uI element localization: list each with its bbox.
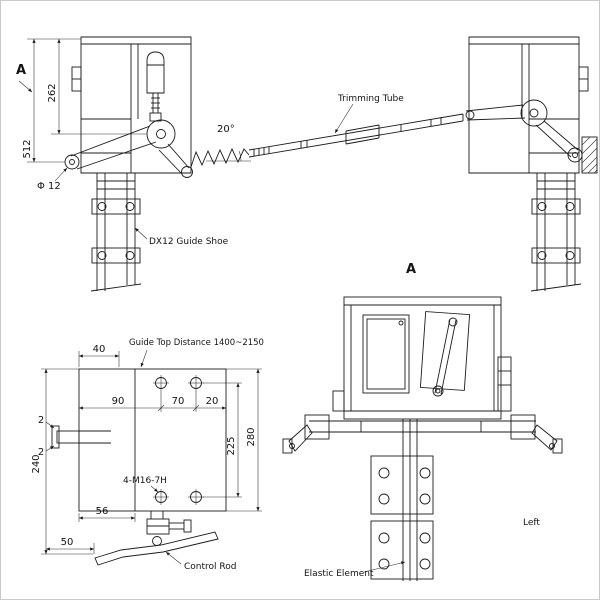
left-label: Left bbox=[523, 518, 540, 528]
dim-40-lines bbox=[78, 351, 120, 367]
dim-40-label: 40 bbox=[93, 344, 106, 355]
angle-20-label: 20° bbox=[217, 124, 235, 135]
dim-262-label: 262 bbox=[47, 83, 58, 102]
front-view: A Left Elastic Element bbox=[282, 262, 563, 581]
dim-280-label: 280 bbox=[246, 427, 257, 446]
dim-70-label: 70 bbox=[172, 396, 185, 407]
trimming-tube-label: Trimming Tube bbox=[337, 94, 404, 104]
dim-20-label: 20 bbox=[206, 396, 219, 407]
wall-section-hatch bbox=[581, 136, 598, 174]
guide-top-distance-label: Guide Top Distance 1400~2150 bbox=[129, 338, 264, 348]
dx12-leader bbox=[134, 227, 148, 240]
dim-90-70-20-lines bbox=[79, 391, 226, 412]
dim-2-upper-label: 2 bbox=[38, 415, 44, 426]
frame-body bbox=[332, 296, 512, 420]
guide-distance-leader bbox=[140, 349, 148, 368]
view-a-label-top: A bbox=[16, 63, 26, 78]
guide-rail-left bbox=[90, 173, 142, 292]
angle-annotation bbox=[206, 150, 251, 162]
dim-50-lines bbox=[46, 543, 95, 554]
rail-clamp-pads bbox=[370, 455, 434, 580]
dim-512-label: 512 bbox=[22, 139, 33, 158]
dim-90-label: 90 bbox=[112, 396, 125, 407]
dim-50-label: 50 bbox=[61, 537, 74, 548]
dim-262-lines bbox=[51, 38, 147, 135]
view-a-direction-arrow bbox=[18, 80, 33, 93]
shaft-assembly bbox=[282, 414, 563, 454]
guide-rail-right bbox=[530, 173, 582, 292]
elastic-element-leader bbox=[363, 561, 406, 573]
oil-damper-cylinder bbox=[146, 51, 165, 122]
dim-2-lower-label: 2 bbox=[38, 447, 44, 458]
phi12-leader bbox=[54, 167, 68, 182]
lever-assembly-left bbox=[64, 119, 193, 178]
dim-225-lines bbox=[203, 382, 242, 498]
dim-280-lines bbox=[226, 368, 262, 512]
dim-56-lines bbox=[78, 513, 136, 522]
dim-56-label: 56 bbox=[96, 506, 109, 517]
view-a-label-front: A bbox=[406, 262, 416, 277]
plan-view: 40 Guide Top Distance 1400~2150 90 70 20… bbox=[31, 338, 264, 572]
side-view-right bbox=[465, 36, 598, 292]
thread-callout-leader bbox=[150, 485, 159, 493]
lever-assembly-right bbox=[465, 99, 583, 163]
dim-240-label: 240 bbox=[31, 454, 42, 473]
trimming-tube-leader bbox=[334, 103, 354, 134]
side-view-left: A 262 512 Φ 12 20° Trimming Tube DX12 Gu… bbox=[16, 36, 464, 292]
trimming-tube-geometry bbox=[248, 113, 464, 158]
guide-rail-front bbox=[402, 419, 418, 581]
mounting-plate bbox=[51, 368, 227, 512]
dim-240-lines bbox=[41, 368, 93, 555]
thread-callout-label: 4-M16-7H bbox=[123, 476, 167, 486]
dx12-guide-shoe-label: DX12 Guide Shoe bbox=[149, 237, 229, 247]
control-rod-leader bbox=[165, 551, 182, 565]
dim-512-lines bbox=[27, 38, 65, 163]
housing-left bbox=[71, 36, 192, 174]
dim-phi12-label: Φ 12 bbox=[37, 181, 61, 192]
control-rod-label: Control Rod bbox=[184, 562, 236, 572]
tension-spring bbox=[190, 147, 250, 168]
housing-right bbox=[468, 36, 589, 174]
bolt-holes bbox=[153, 375, 204, 505]
elastic-element-label: Elastic Element bbox=[304, 569, 374, 579]
control-rod-assembly bbox=[94, 511, 219, 566]
dim-225-label: 225 bbox=[226, 436, 237, 455]
